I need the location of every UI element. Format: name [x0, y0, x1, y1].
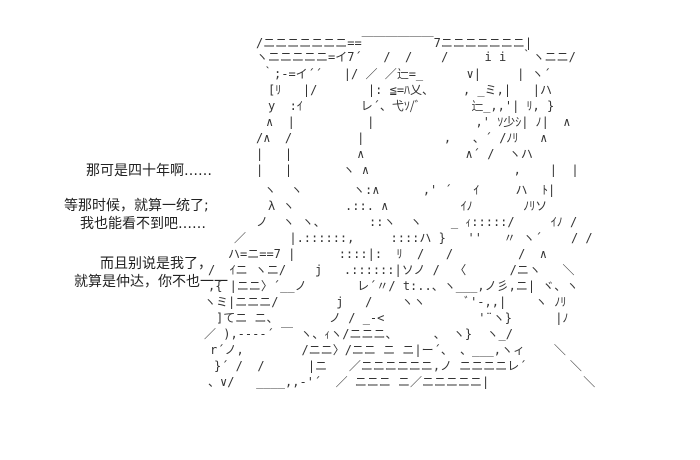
dialogue-line: 而且别说是我了，: [100, 256, 212, 272]
dialogue-line: 我也能看不到吧……: [80, 216, 206, 232]
dialogue-line: 就算是仲达，你不也一一: [74, 274, 228, 290]
dialogue-line: 等那时候，就算一统了;: [64, 198, 209, 214]
dialogue-line: 那可是四十年啊……: [86, 163, 212, 179]
